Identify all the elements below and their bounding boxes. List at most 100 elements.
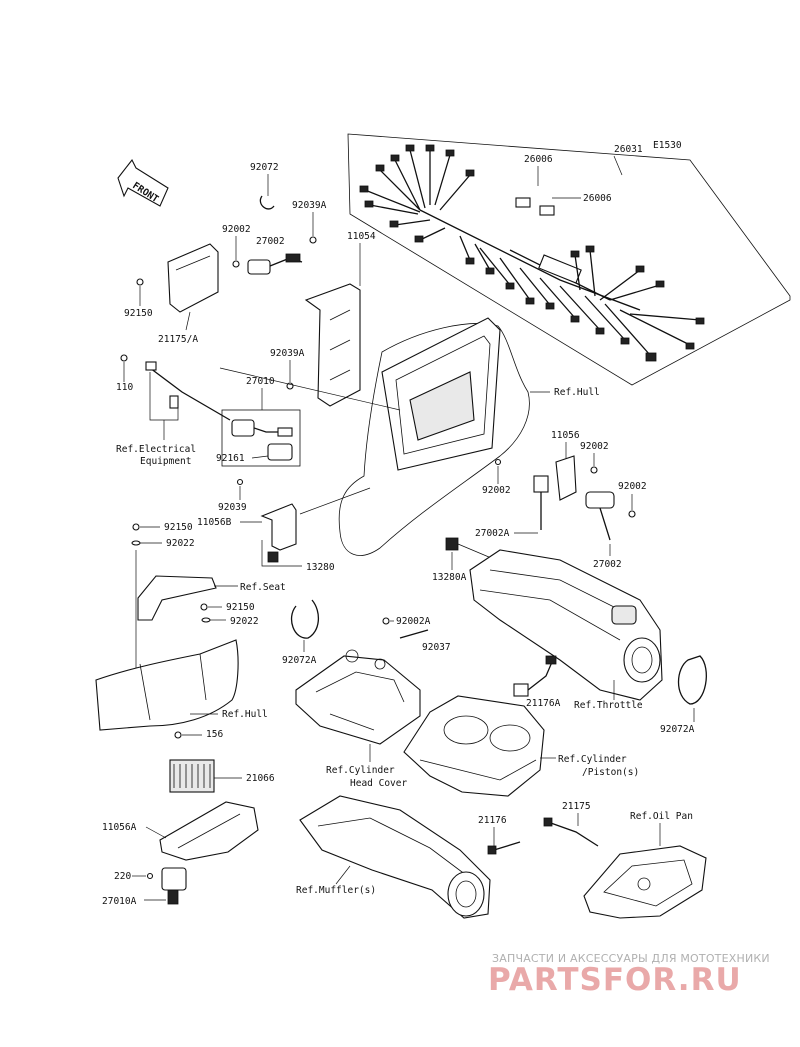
- harness-trunk: [419, 209, 641, 311]
- hull-group: Ref.Hull: [219, 317, 600, 556]
- bolt-92039: [236, 478, 244, 486]
- relay-group: 110 Ref.Electrical Equipment 27010 92161…: [116, 354, 335, 573]
- oil-pan-group: Ref.Oil Pan: [583, 811, 707, 919]
- label-92002-b: 92002: [580, 441, 609, 452]
- label-ref-seat: Ref.Seat: [240, 582, 286, 593]
- ecu-bracket-group: 92072 92039A 92002 27002 11054 92150 211…: [124, 162, 376, 407]
- clip-13280: [267, 551, 279, 563]
- label-26031: 26031: [614, 144, 643, 155]
- hull-section: [95, 639, 239, 731]
- bracket-11054: [304, 283, 361, 407]
- label-ref-hull-1: Ref.Hull: [554, 387, 600, 398]
- label-11054: 11054: [347, 231, 376, 242]
- label-26006-a: 26006: [524, 154, 553, 165]
- label-21175A: 21175/A: [158, 334, 198, 345]
- ecu-21175: [167, 243, 219, 313]
- washer-92022-b: [201, 617, 211, 623]
- label-92002A: 92002A: [396, 616, 431, 627]
- cylinder-head-cover: [295, 655, 421, 745]
- band-92072A-b: [677, 655, 707, 705]
- watermark-caption: ЗАПЧАСТИ И АКСЕССУАРЫ ДЛЯ МОТОТЕХНИКИ: [492, 952, 770, 965]
- label-27002-a: 27002: [256, 236, 285, 247]
- label-21176A: 21176A: [526, 698, 561, 709]
- harness-sleeve: [538, 254, 582, 284]
- label-13280A: 13280A: [432, 572, 467, 583]
- label-27002A: 27002A: [475, 528, 510, 539]
- label-ref-throttle: Ref.Throttle: [574, 700, 643, 711]
- label-92072A-a: 92072A: [282, 655, 317, 666]
- sensor-21176A: [513, 683, 529, 697]
- label-13280: 13280: [306, 562, 335, 573]
- throttle-bore: [623, 637, 661, 683]
- relay-box-27010: [221, 409, 301, 467]
- seat-bracket: [137, 575, 217, 621]
- label-ref-oil-pan: Ref.Oil Pan: [630, 811, 693, 822]
- label-92072A-b: 92072A: [660, 724, 695, 735]
- harness-frame: [347, 133, 791, 386]
- bracket-11056B: [260, 503, 297, 551]
- cable-main: [149, 367, 231, 421]
- throttle-body: [469, 549, 663, 701]
- harness-branches: [359, 144, 705, 362]
- bolt-92002A: [382, 617, 390, 625]
- bolt-92150-a: [136, 278, 144, 286]
- bolt-92150-b: [132, 523, 140, 531]
- bolt-92002-a: [232, 260, 240, 268]
- label-26006-b: 26006: [583, 193, 612, 204]
- watermark-logo: PARTSFOR.RU: [488, 962, 742, 998]
- bolt-92002-c: [494, 458, 502, 466]
- right-bracket-group: 11056 92002 92002 92002 27002 27002A 132…: [432, 430, 647, 583]
- label-220: 220: [114, 871, 131, 882]
- relay-27002-a: [247, 259, 271, 275]
- washer-92022-a: [131, 540, 141, 546]
- label-92037: 92037: [422, 642, 451, 653]
- cylinder-block: [403, 695, 545, 797]
- bolt-92039A: [309, 236, 317, 244]
- label-ref-cyl-piston-2: /Piston(s): [582, 767, 639, 778]
- label-11056: 11056: [551, 430, 580, 441]
- label-110: 110: [116, 382, 133, 393]
- label-21176: 21176: [478, 815, 507, 826]
- diagram-code: E1530: [653, 140, 682, 151]
- label-27002-b: 27002: [593, 559, 622, 570]
- label-ref-cyl-piston-1: Ref.Cylinder: [558, 754, 627, 765]
- bracket-11056: [555, 455, 577, 501]
- label-92150-c: 92150: [226, 602, 255, 613]
- label-ref-hull-2: Ref.Hull: [222, 709, 268, 720]
- label-92150-a: 92150: [124, 308, 153, 319]
- label-27010A: 27010A: [102, 896, 137, 907]
- front-arrow: FRONT: [117, 158, 169, 207]
- label-156: 156: [206, 729, 223, 740]
- cylinder-head-group: 92002A 92037 Ref.Cylinder Head Cover: [295, 616, 451, 789]
- band-92072A-a: [291, 599, 319, 639]
- label-ref-electrical-1: Ref.Electrical: [116, 444, 196, 455]
- relay-27010-a: [231, 419, 255, 437]
- label-92161: 92161: [216, 453, 245, 464]
- label-92039: 92039: [218, 502, 247, 513]
- bolt-110: [120, 354, 128, 362]
- wiring-harness-group: E1530 26031: [347, 133, 791, 386]
- sensor-26006-a: [515, 197, 531, 208]
- label-92002-d: 92002: [618, 481, 647, 492]
- label-92022-b: 92022: [230, 616, 259, 627]
- bolt-220: [146, 872, 154, 880]
- bolt-92002-b: [590, 466, 598, 474]
- muffler: [299, 795, 491, 919]
- bolt-92150-c: [200, 603, 208, 611]
- label-92039A: 92039A: [292, 200, 327, 211]
- sensor-21175: [547, 821, 599, 847]
- label-11056B: 11056B: [197, 517, 232, 528]
- muffler-group: Ref.Muffler(s): [296, 795, 491, 919]
- lower-left-group: 92150 92022 Ref.Seat 92150 92022 92072A …: [95, 522, 319, 907]
- sensor-26006-b: [539, 205, 555, 216]
- label-ref-muffler: Ref.Muffler(s): [296, 885, 376, 896]
- label-92002-a: 92002: [222, 224, 251, 235]
- oil-pan: [583, 845, 707, 919]
- gasket-92037: [399, 629, 429, 639]
- label-ref-cyl-head-2: Head Cover: [350, 778, 407, 789]
- sensor-21176: [487, 845, 497, 855]
- relay-27010-b: [267, 443, 293, 461]
- relay-27002-b: [585, 491, 615, 509]
- label-21175: 21175: [562, 801, 591, 812]
